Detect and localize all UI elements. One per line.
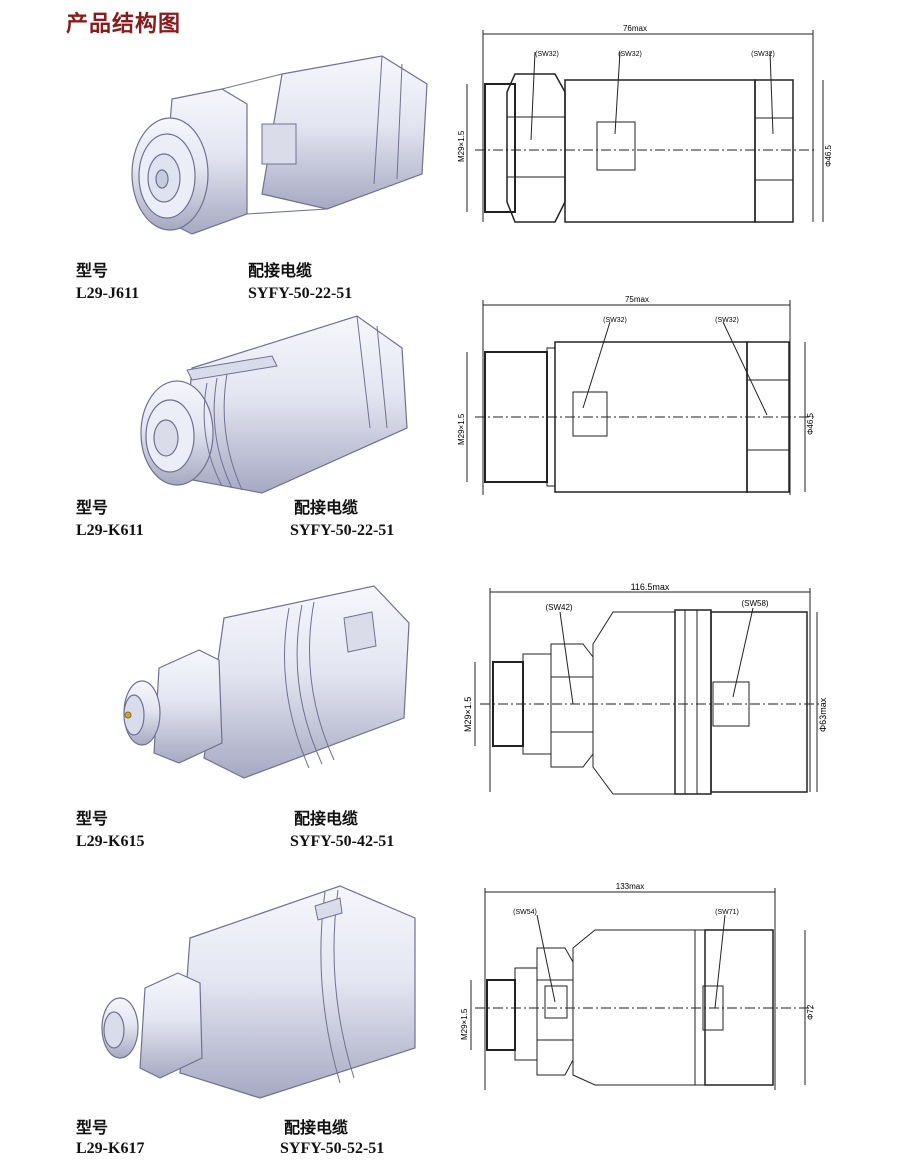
dim-sw1: (SW54): [513, 909, 537, 916]
cable-label: 配接电缆: [294, 809, 359, 828]
connector-render-l29-k615: [123, 585, 410, 779]
dim-length: 116.5max: [631, 582, 670, 592]
dim-thread: M29×1.5: [457, 413, 466, 445]
technical-drawing-l29-k611: 75max (SW32) (SW32) M29×1.5 Φ46.5: [457, 295, 815, 495]
dim-thread: M29×1.5: [463, 697, 473, 732]
dim-sw2: (SW71): [715, 909, 739, 916]
cable-value: SYFY-50-22-51: [248, 285, 353, 302]
dim-sw1: (SW32): [603, 317, 627, 324]
model-value: L29-J611: [76, 285, 140, 302]
dim-thread: M29×1.5: [460, 1008, 469, 1040]
dim-sw3: (SW32): [751, 51, 775, 58]
dim-sw2: (SW58): [741, 599, 768, 608]
dim-length: 75max: [625, 295, 649, 304]
model-label: 型号: [76, 809, 109, 828]
dim-length: 133max: [616, 882, 644, 891]
connector-render-l29-j611: [131, 55, 428, 235]
cable-value: SYFY-50-52-51: [280, 1140, 385, 1157]
model-label: 型号: [76, 261, 109, 280]
cable-value: SYFY-50-42-51: [290, 833, 395, 850]
dim-thread: M29×1.5: [457, 130, 466, 162]
model-label: 型号: [76, 498, 109, 517]
dim-sw1: (SW42): [545, 603, 572, 612]
connector-render-l29-k611: [140, 315, 408, 494]
technical-drawing-l29-j611: 76max (SW32) (SW32) (SW32) M29×1.5 Φ46.5: [457, 24, 833, 223]
dim-diameter: Φ46.5: [824, 144, 833, 167]
model-value: L29-K611: [76, 522, 144, 539]
dim-sw1: (SW32): [535, 51, 559, 58]
connector-render-l29-k617: [101, 885, 416, 1099]
model-label: 型号: [76, 1118, 109, 1137]
technical-drawing-l29-k615: 116.5max (SW42) (SW58) M29×1.5 Φ63max: [463, 582, 828, 795]
cable-label: 配接电缆: [248, 261, 313, 280]
dim-diameter: Φ63max: [818, 697, 828, 732]
model-value: L29-K617: [76, 1140, 145, 1157]
dim-length: 76max: [623, 24, 647, 33]
dim-diameter: Φ46.5: [806, 412, 815, 435]
cable-value: SYFY-50-22-51: [290, 522, 395, 539]
dim-diameter: Φ72: [806, 1004, 815, 1020]
dim-sw2: (SW32): [618, 51, 642, 58]
page-title: 产品结构图: [66, 12, 182, 37]
technical-drawing-l29-k617: 133max (SW54) (SW71) M29×1.5 Φ72: [460, 882, 815, 1090]
cable-label: 配接电缆: [284, 1118, 349, 1137]
dim-sw2: (SW32): [715, 317, 739, 324]
model-value: L29-K615: [76, 833, 145, 850]
cable-label: 配接电缆: [294, 498, 359, 517]
